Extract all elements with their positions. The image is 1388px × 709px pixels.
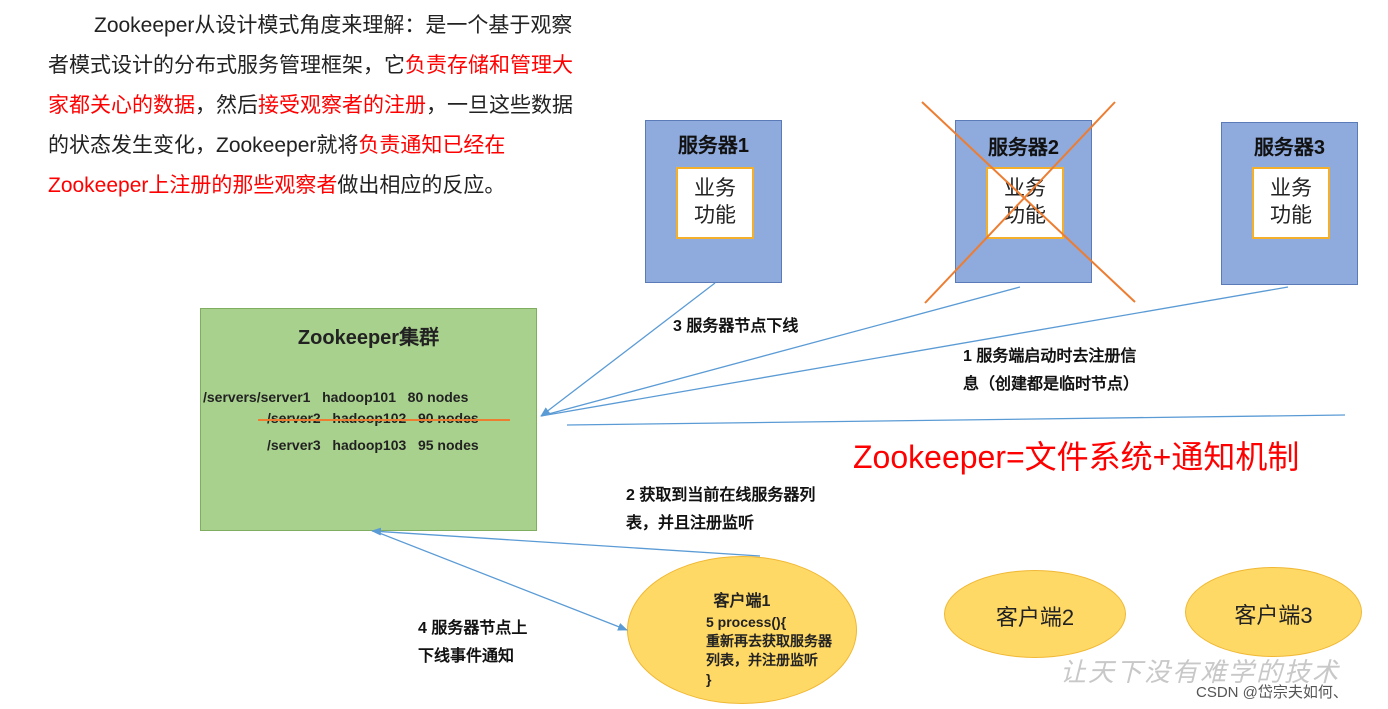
watermark-text: 让天下没有难学的技术 <box>1060 658 1341 688</box>
intro-highlight-3: 负责通知已经在Zookeeper上注册的那些观察者 <box>48 134 506 197</box>
step-1-line2: 息（创建都是临时节点） <box>963 376 1140 393</box>
intro-text-2: ，然后 <box>195 94 258 117</box>
node-server1: /servers/server1 hadoop101 80 nodes <box>203 389 469 405</box>
formula-text: Zookeeper=文件系统+通知机制 <box>853 439 1300 475</box>
step-4-line1: 4 服务器节点上 <box>418 620 528 637</box>
intro-text-4: 做出相应的反应。 <box>337 174 506 197</box>
server-3-business-line1: 业务 <box>1270 177 1312 200</box>
server-2-cross-a <box>921 101 1136 303</box>
server-2-register-line <box>540 286 1021 417</box>
step-2-line2: 表，并且注册监听 <box>626 515 755 532</box>
client-1-line2: 重新再去获取服务器 <box>706 633 832 649</box>
server-1-business-line1: 业务 <box>694 177 736 200</box>
step-3-arrow <box>540 282 716 417</box>
step-4-arrow <box>373 530 628 631</box>
step-3-label: 3 服务器节点下线 <box>673 318 799 335</box>
step-4-line2: 下线事件通知 <box>418 648 515 665</box>
csdn-credit: CSDN @岱宗夫如何、 <box>1196 684 1348 701</box>
client-1-line1: 5 process(){ <box>706 614 787 630</box>
node-server3: /server3 hadoop103 95 nodes <box>267 437 479 453</box>
intro-text-3: ，一旦这些数据的状态发生变化，Zookeeper就将 <box>48 94 573 157</box>
client-2: 客户端2 <box>944 570 1126 658</box>
server-3-title: 服务器3 <box>1253 137 1326 159</box>
step-2-label: 2 获取到当前在线服务器列 表，并且注册监听 <box>626 482 815 538</box>
client-1-line4: } <box>706 671 712 687</box>
server-2-cross-b <box>924 101 1116 304</box>
intro-text-1: Zookeeper从设计模式角度来理解：是一个基于观察者模式设计的分布式服务管理… <box>48 14 573 77</box>
step-2-line1: 2 获取到当前在线服务器列 <box>626 487 816 504</box>
step-1-line <box>540 286 1289 417</box>
step-1-label: 1 服务端启动时去注册信 息（创建都是临时节点） <box>963 343 1139 399</box>
server-3-business-box: 业务 功能 <box>1252 167 1330 239</box>
step-2-line <box>566 414 1346 426</box>
client-3-name: 客户端3 <box>1234 603 1313 628</box>
intro-paragraph: Zookeeper从设计模式角度来理解：是一个基于观察者模式设计的分布式服务管理… <box>48 6 578 206</box>
client-3: 客户端3 <box>1185 567 1362 657</box>
client-1: 客户端1 5 process(){ 重新再去获取服务器 列表，并注册监听 } <box>627 556 857 704</box>
server-2-title: 服务器2 <box>987 137 1060 159</box>
step-2-client-link <box>371 527 761 557</box>
server-2-business-line1: 业务 <box>1004 177 1046 200</box>
cluster-title: Zookeeper集群 <box>297 327 440 349</box>
server-1: 服务器1 业务 功能 <box>645 120 782 283</box>
intro-highlight-1: 负责存储和管理大家都关心的数据 <box>48 54 573 117</box>
step-1-line1: 1 服务端启动时去注册信 <box>963 348 1137 365</box>
server-1-business-line2: 功能 <box>694 204 736 227</box>
intro-highlight-2: 接受观察者的注册 <box>258 94 426 117</box>
client-1-name: 客户端1 <box>713 593 771 610</box>
step-4-label: 4 服务器节点上 下线事件通知 <box>418 615 527 671</box>
server-1-business-box: 业务 功能 <box>676 167 754 239</box>
client-1-process: 5 process(){ 重新再去获取服务器 列表，并注册监听 } <box>706 613 832 689</box>
client-1-line3: 列表，并注册监听 <box>706 652 818 668</box>
server-3-business-line2: 功能 <box>1270 204 1312 227</box>
node-server2-offline: /server2 hadoop102 90 nodes <box>267 410 479 426</box>
server-1-title: 服务器1 <box>677 135 750 157</box>
server-3: 服务器3 业务 功能 <box>1221 122 1358 285</box>
client-2-name: 客户端2 <box>995 605 1075 630</box>
